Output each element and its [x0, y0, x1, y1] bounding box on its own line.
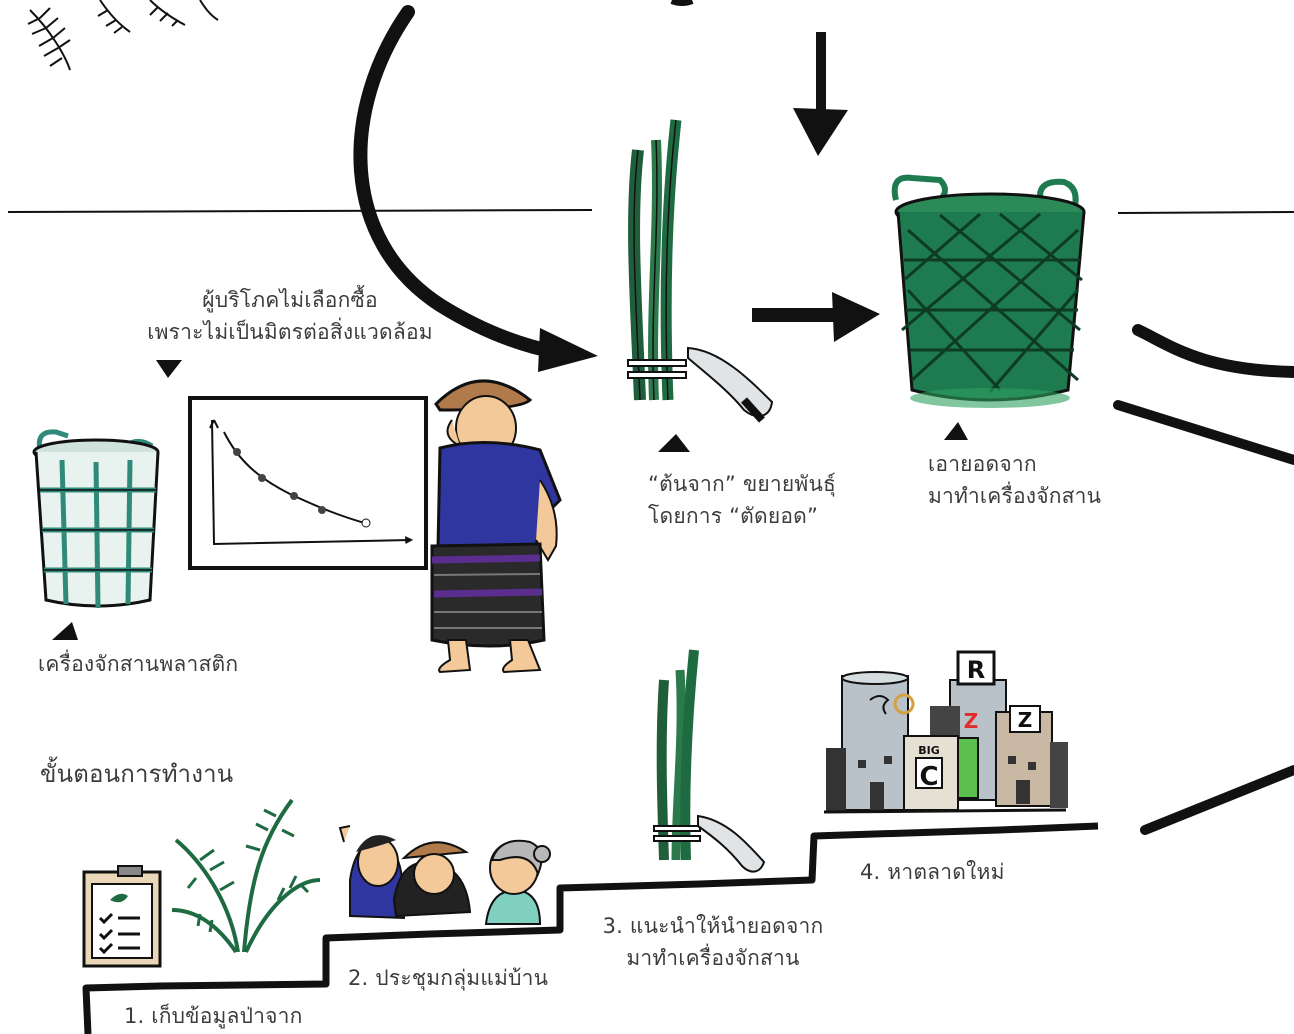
- consumers-caption-line2: เพราะไม่เป็นมิตรต่อสิ่งแวดล้อม: [147, 320, 433, 344]
- shoots-to-basketry-caption: เอายอดจาก มาทำเครื่องจักสาน: [928, 448, 1101, 512]
- plastic-basket-caption: เครื่องจักสานพลาสติก: [38, 652, 239, 676]
- bigc-logo-large: C: [919, 762, 938, 792]
- nipa-caption-line2: โดยการ “ตัดยอด”: [648, 504, 819, 528]
- woven-basket-green: [891, 174, 1086, 408]
- section-divider: [7, 209, 1294, 214]
- step-2-label: 2. ประชุมกลุ่มแม่บ้าน: [348, 966, 549, 990]
- step-1-label: 1. เก็บข้อมูลป่าจาก: [124, 1004, 303, 1028]
- steps-staircase: [82, 822, 1099, 1034]
- nipa-shoots-step3: [653, 649, 766, 873]
- declining-sales-board: [188, 396, 428, 570]
- curved-arrow-to-nipa: [353, 5, 598, 372]
- z-store-logo: Z: [1018, 708, 1033, 732]
- right-arrow-nipa-to-basket: [752, 292, 880, 342]
- nipa-palm-shoots: [627, 119, 687, 401]
- nipa-propagation-caption: “ต้นจาก” ขยายพันธุ์ โดยการ “ตัดยอด”: [648, 468, 836, 532]
- step-3-line2: มาทำเครื่องจักสาน: [626, 946, 800, 970]
- r-store-logo: R: [967, 656, 985, 684]
- palm-plant: [171, 798, 321, 954]
- right-edge-arrows: [1113, 324, 1294, 835]
- consumers-caption-line1: ผู้บริโภคไม่เลือกซื้อ: [202, 288, 378, 312]
- store-logo-text: R Z Z BIG C: [918, 656, 1032, 792]
- steps-title: ขั้นตอนการทำงาน: [40, 760, 234, 788]
- lotus-logo-mark: Z: [964, 709, 979, 733]
- shoots-caption-line2: มาทำเครื่องจักสาน: [928, 484, 1102, 508]
- village-woman: [430, 379, 562, 674]
- shoots-caption-line1: เอายอดจาก: [928, 452, 1037, 476]
- consumers-caption: ผู้บริโภคไม่เลือกซื้อ เพราะไม่เป็นมิตรต่…: [120, 284, 460, 348]
- step-3-line1: 3. แนะนำให้นำยอดจาก: [602, 914, 824, 938]
- down-arrow: [670, 0, 848, 156]
- pointer-marks: [52, 360, 968, 640]
- nipa-caption-line1: “ต้นจาก” ขยายพันธุ์: [648, 472, 837, 496]
- step-3-label: 3. แนะนำให้นำยอดจาก มาทำเครื่องจักสาน: [588, 910, 838, 974]
- bigc-logo-small: BIG: [918, 744, 940, 757]
- palm-frond-top-left: [27, 0, 219, 71]
- market-buildings: [823, 650, 1068, 814]
- housewives-group: [338, 825, 551, 925]
- clipboard-icon: [82, 865, 162, 968]
- knife-icon: [687, 346, 774, 423]
- plastic-basket: [32, 429, 160, 609]
- step-4-label: 4. หาตลาดใหม่: [860, 860, 1005, 884]
